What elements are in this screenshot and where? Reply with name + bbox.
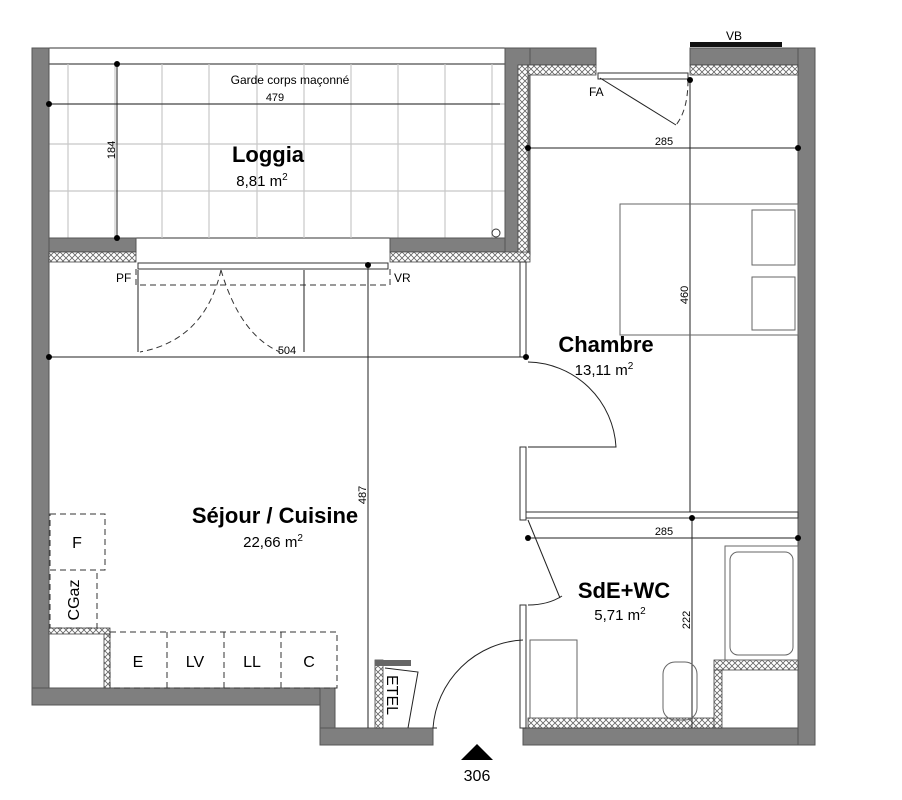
kitchen-item-ll: LL (243, 654, 261, 671)
dim-sejour-width: 504 (278, 345, 296, 357)
bathtub (724, 545, 799, 661)
lot-number: 306 (464, 768, 491, 785)
toilet (662, 661, 698, 721)
room-name-sejour: Séjour / Cuisine (192, 503, 358, 528)
shower-sink (529, 639, 578, 719)
etel-label: ETEL (383, 675, 400, 715)
dim-chambre-width: 285 (655, 136, 673, 148)
kitchen-item-c: C (303, 654, 315, 671)
vr-label: VR (394, 271, 411, 285)
kitchen: F CGaz E LV LL C (49, 513, 338, 689)
bed (619, 203, 799, 336)
fa-label: FA (589, 85, 604, 99)
pf-label: PF (116, 271, 131, 285)
door-sde[interactable] (527, 519, 563, 606)
fridge-label: F (72, 535, 82, 552)
dim-sde-depth: 222 (681, 611, 693, 629)
loggia-floor (48, 47, 508, 239)
dim-loggia-width: 479 (266, 92, 284, 104)
kitchen-item-e: E (133, 654, 144, 671)
dim-chambre-depth: 460 (679, 286, 691, 304)
room-area-chambre: 13,11 m2 (575, 361, 634, 379)
dim-sde-width: 285 (655, 526, 673, 538)
vb-label: VB (726, 29, 742, 43)
room-name-loggia: Loggia (232, 142, 305, 167)
window-fa (597, 42, 782, 126)
etel-cabinet (384, 667, 419, 729)
gas-meter-label: CGaz (66, 580, 83, 621)
room-area-loggia: 8,81 m2 (236, 172, 288, 190)
kitchen-item-lv: LV (186, 654, 205, 671)
room-area-sde: 5,71 m2 (594, 606, 646, 624)
entrance-door[interactable] (432, 639, 524, 729)
dimension-lines (46, 61, 801, 728)
door-chambre[interactable] (527, 361, 617, 448)
entrance-arrow-icon (461, 744, 493, 760)
railing-label: Garde corps maçonné (231, 73, 350, 87)
walls (31, 47, 816, 746)
room-name-chambre: Chambre (558, 332, 653, 357)
room-name-sde: SdE+WC (578, 578, 670, 603)
dim-sejour-depth: 487 (357, 486, 369, 504)
window-pf (135, 262, 391, 353)
room-area-sejour: 22,66 m2 (243, 533, 303, 551)
dim-loggia-depth: 184 (106, 141, 118, 159)
